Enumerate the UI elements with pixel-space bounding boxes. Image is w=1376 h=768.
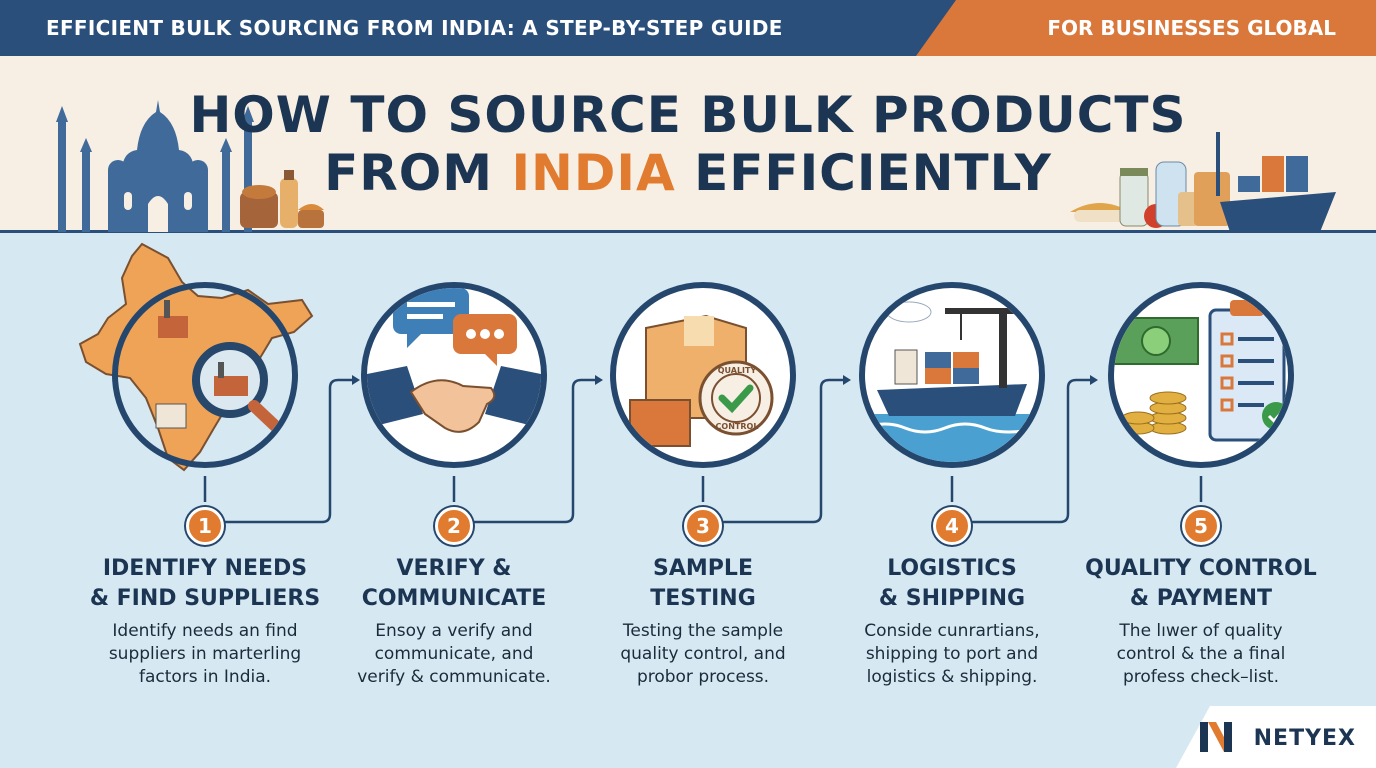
step-1-circle [112, 282, 298, 468]
spices-jars-icon [240, 170, 324, 228]
headline-accent-india: INDIA [511, 144, 676, 202]
step-2-desc-line: verify & communicate. [357, 667, 551, 687]
money-checklist-icon [1114, 300, 1288, 442]
step-5-circle [1108, 282, 1294, 468]
banner-title: EFFICIENT BULK SOURCING FROM INDIA: A ST… [46, 16, 783, 40]
netyex-logo-icon [1200, 722, 1232, 752]
quality-stamp-text-bottom: CONTROL [715, 422, 759, 431]
step-3-title: SAMPLE TESTING [568, 554, 838, 614]
cargo-ship-crane-icon [865, 301, 1039, 462]
step-1-number-badge: 1 [186, 507, 224, 545]
step-3-desc-line: quality control, and [620, 644, 786, 664]
box-quality-stamp-icon [629, 314, 774, 447]
step-4-number-badge: 4 [933, 507, 971, 545]
step-4-title-line2: & SHIPPING [878, 586, 1026, 611]
step-5-description: The lıwer of quality control & the a fin… [1070, 620, 1332, 689]
step-2-title-line2: COMMUNICATE [361, 586, 547, 611]
step-3-desc-line: probor process. [636, 667, 770, 687]
top-banner-accent [916, 0, 1376, 56]
step-2-desc-line: Ensoy a verify and [375, 621, 533, 641]
step-2-title-line1: VERIFY & [396, 556, 512, 581]
step-5-desc-line: The lıwer of quality [1119, 621, 1283, 641]
step-3-circle: QUALITY CONTROL [610, 282, 796, 468]
step-5-desc-line: profess check–list. [1122, 667, 1279, 687]
headline-prefix: FROM [324, 144, 512, 202]
step-3-title-line1: SAMPLE [653, 556, 753, 581]
step-5-number-badge: 5 [1182, 507, 1220, 545]
quality-stamp-text-top: QUALITY [717, 366, 757, 375]
step-1-title-line1: IDENTIFY NEEDS [102, 556, 308, 581]
step-2-number-badge: 2 [435, 507, 473, 545]
step-1-desc-line: factors in India. [138, 667, 272, 687]
step-1-desc-line: suppliers in marterling [108, 644, 302, 664]
step-2-circle [361, 282, 547, 468]
step-2-title: VERIFY & COMMUNICATE [319, 554, 589, 614]
taj-mahal-skyline-icon [56, 100, 254, 232]
step-3-desc-line: Testing the sample [622, 621, 784, 641]
goods-and-cargo-ship-icon [1070, 132, 1336, 232]
step-1-title-line2: & FIND SUPPLIERS [89, 586, 321, 611]
step-2-desc-line: communicate, and [374, 644, 534, 664]
handshake-chat-icon [367, 288, 541, 433]
step-3-number-badge: 3 [684, 507, 722, 545]
step-4-desc-line: shipping to port and [865, 644, 1039, 664]
step-1-desc-line: Identify needs an find [112, 621, 298, 641]
netyex-logo-text: NETYEX [1253, 726, 1356, 751]
hero-divider [0, 230, 1376, 233]
step-2-description: Ensoy a verify and communicate, and veri… [323, 620, 585, 689]
step-5-title: QUALITY CONTROL & PAYMENT [1066, 554, 1336, 614]
step-4-circle [859, 282, 1045, 468]
banner-tag: FOR BUSINESSES GLOBAL [1047, 16, 1336, 40]
step-3-title-line2: TESTING [650, 586, 756, 611]
step-4-title: LOGISTICS & SHIPPING [817, 554, 1087, 614]
headline-suffix: EFFICIENTLY [675, 144, 1052, 202]
step-4-desc-line: logistics & shipping. [866, 667, 1038, 687]
step-5-title-line1: QUALITY CONTROL [1085, 556, 1317, 581]
step-3-description: Testing the sample quality control, and … [572, 620, 834, 689]
step-4-title-line1: LOGISTICS [887, 556, 1017, 581]
step-1-title: IDENTIFY NEEDS & FIND SUPPLIERS [70, 554, 340, 614]
step-5-desc-line: control & the a final [1116, 644, 1286, 664]
main-headline-line2: FROM INDIA EFFICIENTLY [0, 144, 1376, 202]
main-headline-line1: HOW TO SOURCE BULK PRODUCTS [189, 86, 1187, 144]
step-1-description: Identify needs an find suppliers in mart… [74, 620, 336, 689]
logo-container [1176, 706, 1376, 768]
magnifier-factory-icon [155, 300, 292, 444]
step-4-desc-line: Conside cunrartians, [864, 621, 1040, 641]
step-4-description: Conside cunrartians, shipping to port an… [821, 620, 1083, 689]
step-5-title-line2: & PAYMENT [1129, 586, 1273, 611]
